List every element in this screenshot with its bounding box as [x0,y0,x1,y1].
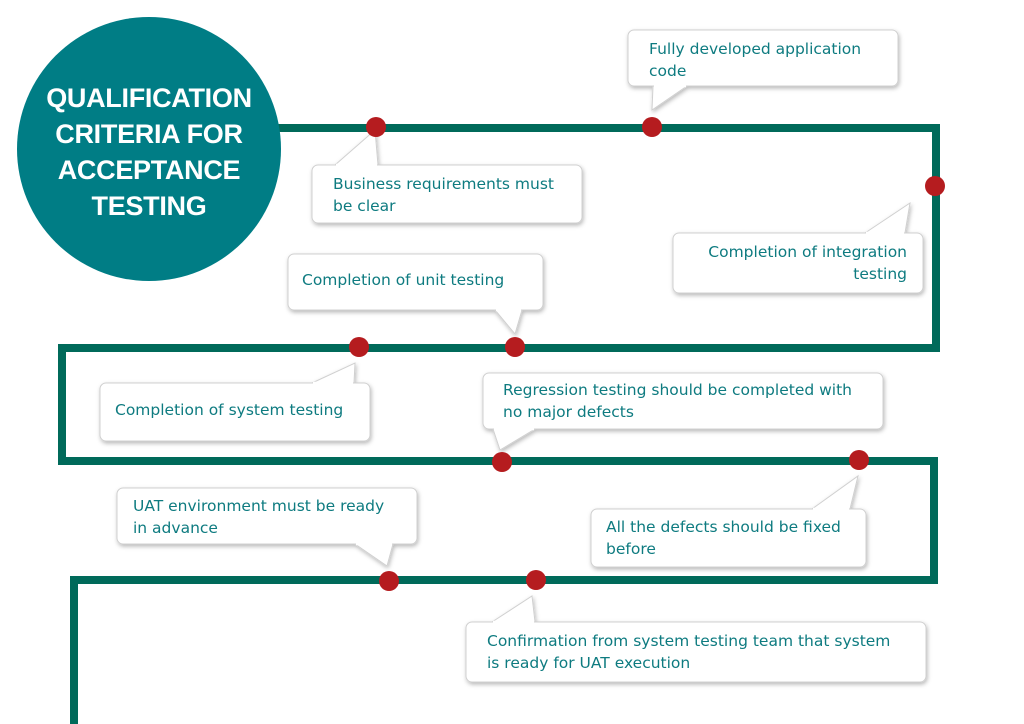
criterion-uat-environment: UAT environment must be ready in advance [133,497,385,537]
callout-regression-testing [482,372,884,451]
callout-pointer [490,595,536,623]
criterion-system-testing: Completion of system testing [115,401,344,419]
callout-box [116,487,418,545]
callout-box [311,164,583,224]
criterion-business-requirements: Business requirements must be clear [333,175,554,215]
milestone-dot-integration-testing [925,176,945,196]
title-circle: QUALIFICATION CRITERIA FOR ACCEPTANCE TE… [17,17,281,281]
milestone-dot-system-ready-confirmation [526,570,546,590]
milestone-dot-application-code [642,117,662,137]
callout-box [590,508,867,568]
milestone-dot-uat-environment [379,571,399,591]
callout-unit-testing [287,253,544,336]
callout-system-testing [99,362,371,442]
callout-box [482,372,884,430]
callout-integration-testing [672,201,924,294]
milestone-dot-defects-fixed [849,450,869,470]
milestone-dot-business-requirements [366,117,386,137]
callout-uat-environment [116,487,418,567]
milestone-dot-unit-testing [505,337,525,357]
callout-pointer [493,309,523,336]
milestone-dot-system-testing [349,337,369,357]
callout-box [465,621,927,683]
callout-box [287,253,544,311]
callout-pointer [651,85,689,111]
criterion-regression-testing: Regression testing should be completed w… [503,381,852,421]
criterion-system-ready-confirmation: Confirmation from system testing team th… [487,632,891,672]
callout-box [99,382,371,442]
callout-pointer [863,201,911,234]
callout-box [627,29,899,87]
callout-box [672,232,924,294]
criterion-application-code: Fully developed application code [649,40,862,80]
callout-pointer [492,428,537,451]
callout-pointer [353,543,394,567]
criterion-unit-testing: Completion of unit testing [302,271,505,289]
callout-business-requirements [311,128,583,224]
timeline-path [58,124,940,724]
callout-defects-fixed [590,474,867,568]
criterion-defects-fixed: All the defects should be fixed before [606,518,841,558]
criterion-integration-testing: Completion of integration testing [708,243,907,283]
milestone-dot-regression-testing [492,452,512,472]
diagram-title: QUALIFICATION CRITERIA FOR ACCEPTANCE TE… [46,83,252,221]
callout-application-code [627,29,899,111]
callout-pointer [311,362,356,384]
callout-pointer [810,474,859,510]
callout-system-ready-confirmation [465,595,927,683]
